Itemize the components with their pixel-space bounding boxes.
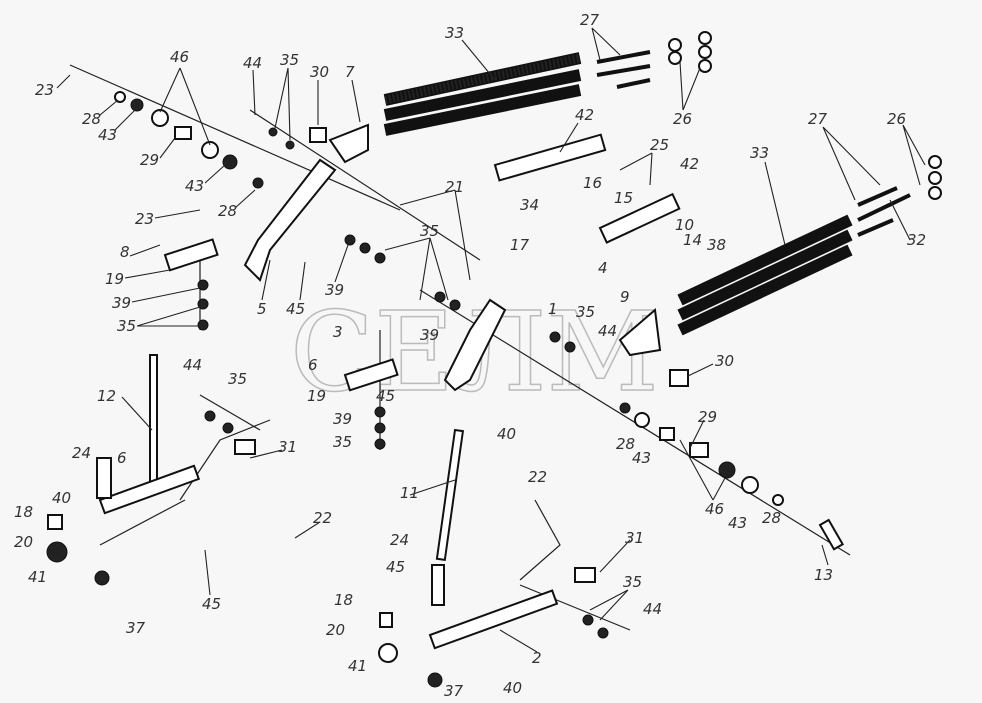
label: 39 <box>420 326 439 344</box>
label: 16 <box>583 174 602 192</box>
label: 39 <box>112 294 131 312</box>
label: 6 <box>308 356 318 374</box>
spring-hooks <box>596 31 942 237</box>
label: 27 <box>808 110 828 128</box>
label: 19 <box>105 270 124 288</box>
label: 41 <box>28 568 47 586</box>
label: 30 <box>310 63 329 81</box>
label: 34 <box>520 196 539 214</box>
label: 28 <box>82 110 101 128</box>
leader-lines <box>56 27 926 653</box>
label: 35 <box>576 303 595 321</box>
cylinders <box>493 133 681 244</box>
label: 44 <box>243 54 262 72</box>
label: 10 <box>675 216 694 234</box>
label: 28 <box>762 509 781 527</box>
label: 32 <box>907 231 926 249</box>
spring-group-top <box>383 52 582 136</box>
label: 6 <box>117 449 127 467</box>
label: 28 <box>218 202 237 220</box>
label: 40 <box>503 679 522 697</box>
label: 31 <box>278 438 297 456</box>
label: 9 <box>620 288 630 306</box>
label: 37 <box>126 619 146 637</box>
label: 22 <box>528 468 547 486</box>
label: 18 <box>334 591 353 609</box>
label: 17 <box>510 236 530 254</box>
label: 28 <box>616 435 635 453</box>
label: 20 <box>14 533 33 551</box>
label: 35 <box>228 370 247 388</box>
label: 45 <box>386 558 405 576</box>
label: 40 <box>52 489 71 507</box>
label: 44 <box>598 322 617 340</box>
label: 25 <box>650 136 669 154</box>
label: 8 <box>120 243 130 261</box>
label: 21 <box>445 178 464 196</box>
label: 42 <box>680 155 699 173</box>
label: 45 <box>376 387 395 405</box>
label: 45 <box>286 300 305 318</box>
label: 38 <box>707 236 726 254</box>
washers-nuts <box>46 91 845 688</box>
label: 35 <box>280 51 299 69</box>
label: 7 <box>345 63 355 81</box>
label: 33 <box>750 144 769 162</box>
label: 40 <box>497 425 516 443</box>
label: 35 <box>117 317 136 335</box>
label: 15 <box>614 189 633 207</box>
label: 44 <box>183 356 202 374</box>
label: 30 <box>715 352 734 370</box>
label: 35 <box>333 433 352 451</box>
label: 22 <box>313 509 332 527</box>
label: 26 <box>673 110 692 128</box>
label: 14 <box>683 231 702 249</box>
levers <box>98 123 662 650</box>
label: 18 <box>14 503 33 521</box>
label: 4 <box>598 259 608 277</box>
spring-group-right <box>677 214 853 336</box>
label: 37 <box>444 682 464 700</box>
label: 39 <box>325 281 344 299</box>
label: 3 <box>333 323 343 341</box>
label: 46 <box>170 48 189 66</box>
label: 33 <box>445 24 464 42</box>
label: 13 <box>814 566 833 584</box>
part-labels: 23 28 43 46 29 43 28 44 35 30 7 33 27 26… <box>14 11 926 700</box>
label: 19 <box>307 387 326 405</box>
label: 44 <box>643 600 662 618</box>
label: 24 <box>390 531 409 549</box>
label: 42 <box>575 106 594 124</box>
label: 43 <box>98 126 117 144</box>
label: 29 <box>698 408 717 426</box>
label: 23 <box>135 210 154 228</box>
label: 23 <box>35 81 54 99</box>
label: 26 <box>887 110 906 128</box>
label: 2 <box>532 649 542 667</box>
label: 39 <box>333 410 352 428</box>
label: 1 <box>548 300 558 318</box>
label: 29 <box>140 151 159 169</box>
label: 31 <box>625 529 644 547</box>
label: 12 <box>97 387 116 405</box>
label: 43 <box>185 177 204 195</box>
label: 27 <box>580 11 600 29</box>
label: 5 <box>257 300 267 318</box>
label: 35 <box>420 222 439 240</box>
label: 41 <box>348 657 367 675</box>
label: 43 <box>728 514 747 532</box>
label: 43 <box>632 449 651 467</box>
label: 11 <box>400 484 419 502</box>
label: 20 <box>326 621 345 639</box>
label: 24 <box>72 444 91 462</box>
label: 45 <box>202 595 221 613</box>
label: 35 <box>623 573 642 591</box>
label: 46 <box>705 500 724 518</box>
